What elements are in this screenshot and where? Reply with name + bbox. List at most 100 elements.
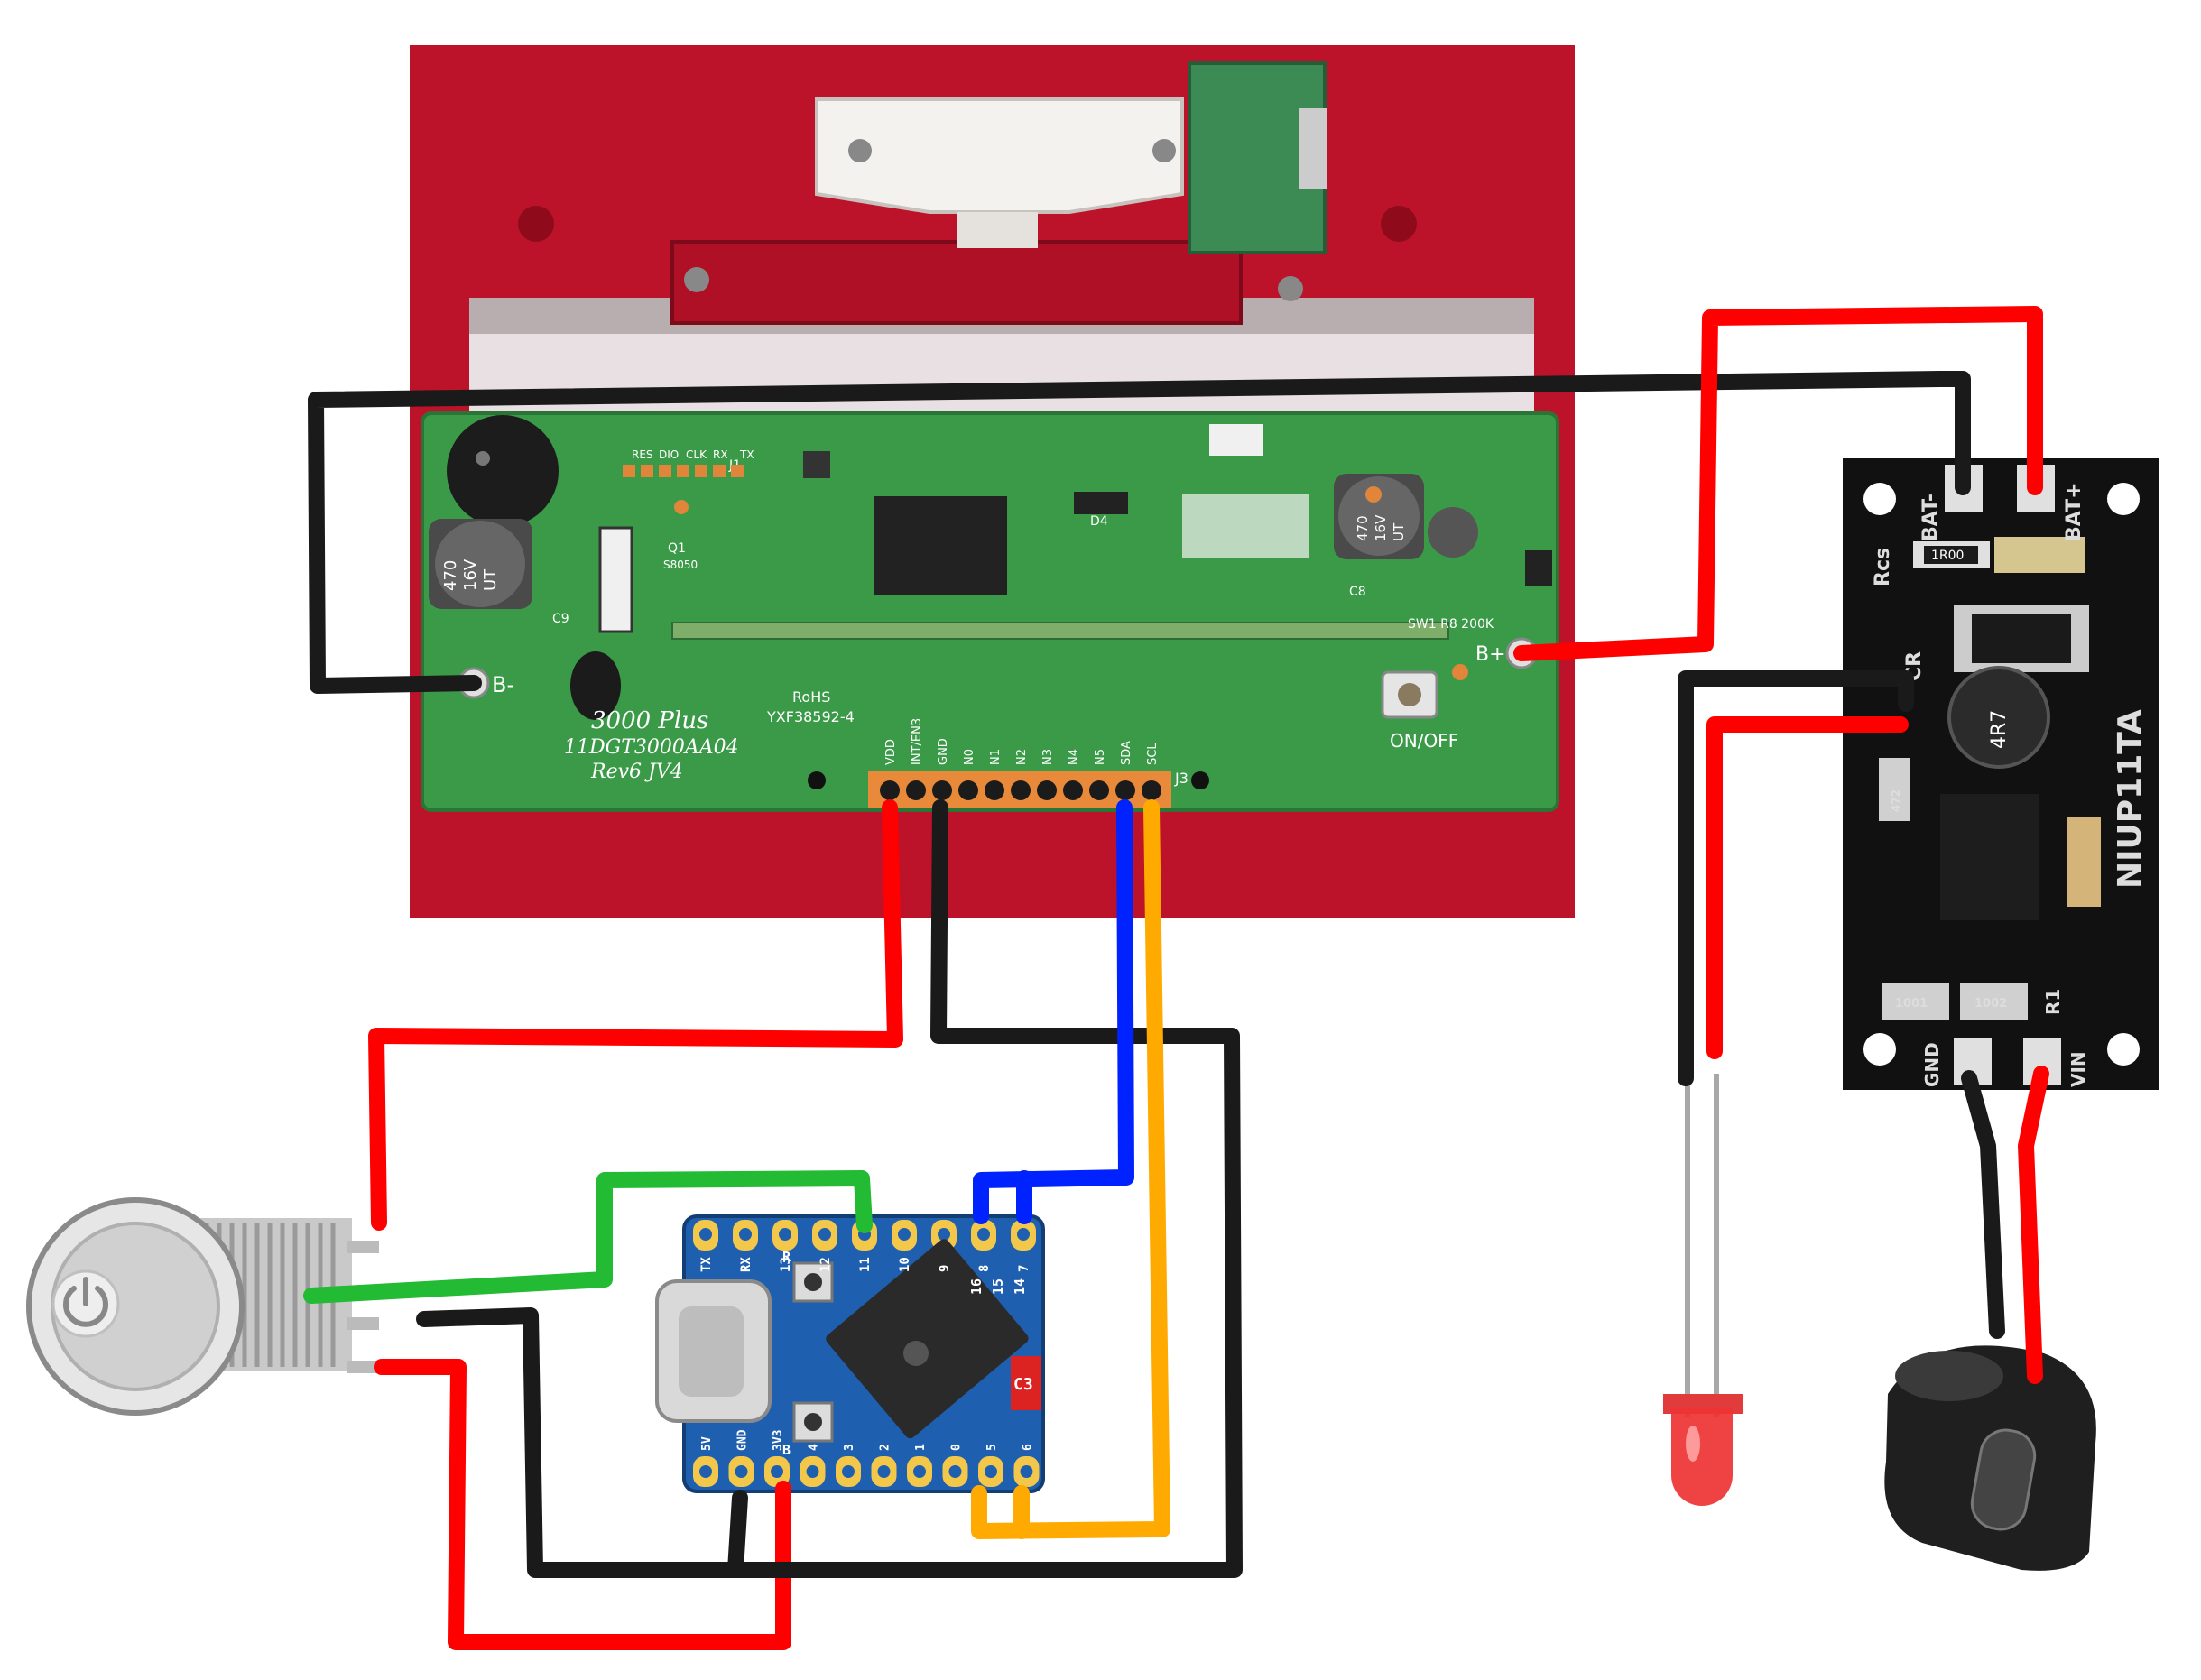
mcu-top-pin-label: TX xyxy=(699,1257,714,1272)
j3-pin-label: GND xyxy=(937,738,950,765)
mcu-top-hole xyxy=(779,1228,791,1241)
charger-module: NIUP11TA BAT- BAT+ Rcs 1R00 CR 4R7 472 1… xyxy=(1843,458,2159,1090)
j3-pin xyxy=(1089,780,1109,800)
label-r1: R1 xyxy=(2042,989,2064,1015)
mcu-bottom-pin-label: 4 xyxy=(808,1444,821,1451)
usb-c-socket xyxy=(1884,1345,2096,1571)
j3-pin-label: INT/EN3 xyxy=(911,718,924,765)
label-bat-plus: BAT+ xyxy=(2063,482,2085,541)
wire-vdd-red xyxy=(368,799,903,1231)
main-device: 3000 Plus 11DGT3000AA04 Rev6 JV4 RoHS YX… xyxy=(410,45,1575,918)
inductor-main xyxy=(598,526,633,633)
wires xyxy=(303,306,2049,1650)
label-c9: C9 xyxy=(552,612,569,626)
header-pad xyxy=(623,465,635,477)
j3-pin-label: N0 xyxy=(963,749,976,765)
mcu-bottom-pin-label: 2 xyxy=(879,1444,892,1451)
label-inductor: 4R7 xyxy=(1988,710,2011,749)
wire-led-red xyxy=(1706,716,1909,1059)
wire-battery-negative xyxy=(308,371,1971,694)
j3-pin xyxy=(906,780,926,800)
mcu-top-pin-label: 7 xyxy=(1017,1265,1031,1272)
mcu-top-hole xyxy=(938,1228,950,1241)
label-res-2: 1002 xyxy=(1974,997,2007,1011)
cap-left-label: UT xyxy=(481,568,500,591)
j3-pin xyxy=(985,780,1004,800)
power-button xyxy=(26,1197,379,1416)
wire-socket-red xyxy=(2018,1066,2049,1384)
mcu-bottom-pin-label: 3V3 xyxy=(772,1430,785,1451)
cap-right-label: 470 xyxy=(1355,515,1371,541)
j3-pin xyxy=(1037,780,1057,800)
mcu-top-pin-label: 11 xyxy=(858,1257,873,1272)
power-icon xyxy=(63,1277,108,1327)
board-model: 3000 Plus xyxy=(591,707,708,734)
mcu-right-pin-label: 15 xyxy=(990,1278,1006,1295)
wire-gnd-main xyxy=(727,799,1243,1578)
mcu-top-pin-label: 9 xyxy=(938,1265,952,1272)
reset-label: R xyxy=(782,1249,791,1265)
cap-right-label: UT xyxy=(1391,522,1407,541)
label-d4: D4 xyxy=(1090,514,1108,529)
j3-pin xyxy=(1115,780,1135,800)
chip-badge-box xyxy=(1011,1356,1041,1410)
red-led xyxy=(1663,1074,1743,1506)
j3-pin xyxy=(1063,780,1083,800)
cap-left-label: 16V xyxy=(461,558,480,591)
mcu-top-pin-label: 8 xyxy=(977,1265,992,1272)
mcu-top-hole xyxy=(1017,1228,1030,1241)
j3-pin-label: VDD xyxy=(884,739,898,765)
mcu-bottom-hole xyxy=(1020,1465,1033,1478)
j3-pin-label: N2 xyxy=(1015,749,1029,765)
boot-label: B xyxy=(782,1442,791,1458)
mcu-bottom-hole xyxy=(771,1465,783,1478)
mcu-bottom-hole xyxy=(985,1465,997,1478)
mcu-bottom-pin-label: 6 xyxy=(1022,1444,1035,1451)
mcu-top-hole xyxy=(898,1228,911,1241)
label-rcs: Rcs xyxy=(1872,548,1894,586)
label-b-minus: B- xyxy=(492,672,514,697)
wire-socket-black xyxy=(1961,1070,2005,1339)
wire-signal-green xyxy=(303,1170,873,1304)
lcd-pin-row xyxy=(671,622,1449,640)
cap-left-label: 470 xyxy=(441,560,460,591)
label-q1-part: S8050 xyxy=(663,558,698,571)
header-pad xyxy=(695,465,707,477)
wire-sda-blue xyxy=(973,799,1134,1224)
j3-pin xyxy=(958,780,978,800)
j3-pin-label: N4 xyxy=(1068,749,1081,765)
top-header-label: DIO xyxy=(659,448,679,461)
mcu-bottom-hole xyxy=(735,1465,748,1478)
label-bat-minus: BAT- xyxy=(1919,494,1942,541)
top-header-label: TX xyxy=(739,448,754,461)
wire-led-black xyxy=(1678,670,1914,1086)
label-j3: J3 xyxy=(1174,770,1188,787)
board-part-number: 11DGT3000AA04 xyxy=(564,736,739,759)
label-vin: VIN xyxy=(2067,1051,2089,1087)
wire-battery-positive xyxy=(1513,306,2043,661)
wire-switch-red xyxy=(374,1359,791,1650)
label-gnd: GND xyxy=(1921,1042,1943,1087)
mcu-bottom-hole xyxy=(842,1465,855,1478)
mcu-right-pin-label: 14 xyxy=(1012,1278,1028,1295)
header-pad xyxy=(659,465,671,477)
mcu-bottom-pin-label: 1 xyxy=(914,1444,928,1451)
label-rcs-value: 1R00 xyxy=(1931,549,1964,563)
header-pad xyxy=(677,465,689,477)
chip-badge: C3 xyxy=(1013,1375,1033,1394)
label-res-1: 1001 xyxy=(1895,997,1928,1011)
j3-pin-label: N5 xyxy=(1094,749,1107,765)
header-pad xyxy=(641,465,653,477)
mcu-top-pin-label: RX xyxy=(739,1257,754,1272)
mcu-top-pin-label: 13 xyxy=(779,1257,793,1272)
label-on-off: ON/OFF xyxy=(1390,730,1458,752)
espressif-logo-icon xyxy=(903,1341,929,1366)
